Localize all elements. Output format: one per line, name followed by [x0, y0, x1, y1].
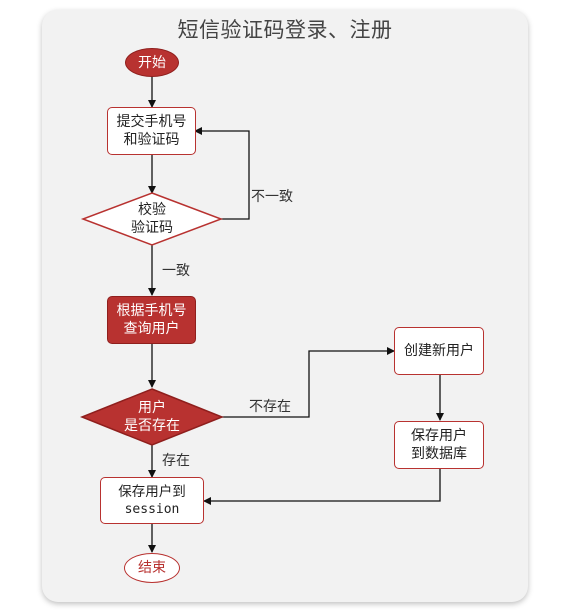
arrow-mismatch-loop	[194, 127, 250, 220]
diagram-title: 短信验证码登录、注册	[177, 18, 393, 42]
save-db-node: 保存用户 到数据库	[394, 421, 484, 469]
edge-label-mismatch: 不一致	[251, 189, 293, 205]
start-label: 开始	[138, 54, 166, 71]
save-session-label-line2: session	[124, 501, 180, 517]
exists-decision: 用户 是否存在	[100, 395, 204, 439]
submit-node: 提交手机号 和验证码	[107, 107, 196, 155]
verify-decision: 校验 验证码	[100, 197, 204, 241]
end-node: 结束	[124, 553, 180, 583]
verify-diamond-shape	[80, 192, 224, 246]
submit-label: 提交手机号 和验证码	[116, 114, 187, 148]
query-node: 根据手机号 查询用户	[107, 296, 196, 344]
start-node: 开始	[125, 48, 179, 77]
query-label: 根据手机号 查询用户	[116, 303, 187, 337]
arrow-savedb-session	[203, 469, 441, 505]
verify-label: 校验 验证码	[131, 202, 173, 236]
save-db-label: 保存用户 到数据库	[411, 428, 467, 462]
create-label: 创建新用户	[404, 343, 474, 359]
edge-label-not-exist: 不存在	[249, 399, 291, 415]
exists-diamond-shape	[79, 388, 225, 446]
create-node: 创建新用户	[394, 327, 484, 375]
end-label: 结束	[138, 560, 166, 576]
edge-label-match: 一致	[162, 263, 190, 279]
arrow-not-exist	[222, 347, 395, 418]
exists-label: 用户 是否存在	[124, 400, 180, 434]
save-session-label-line1: 保存用户到	[118, 483, 186, 500]
edge-label-exist: 存在	[162, 453, 190, 469]
